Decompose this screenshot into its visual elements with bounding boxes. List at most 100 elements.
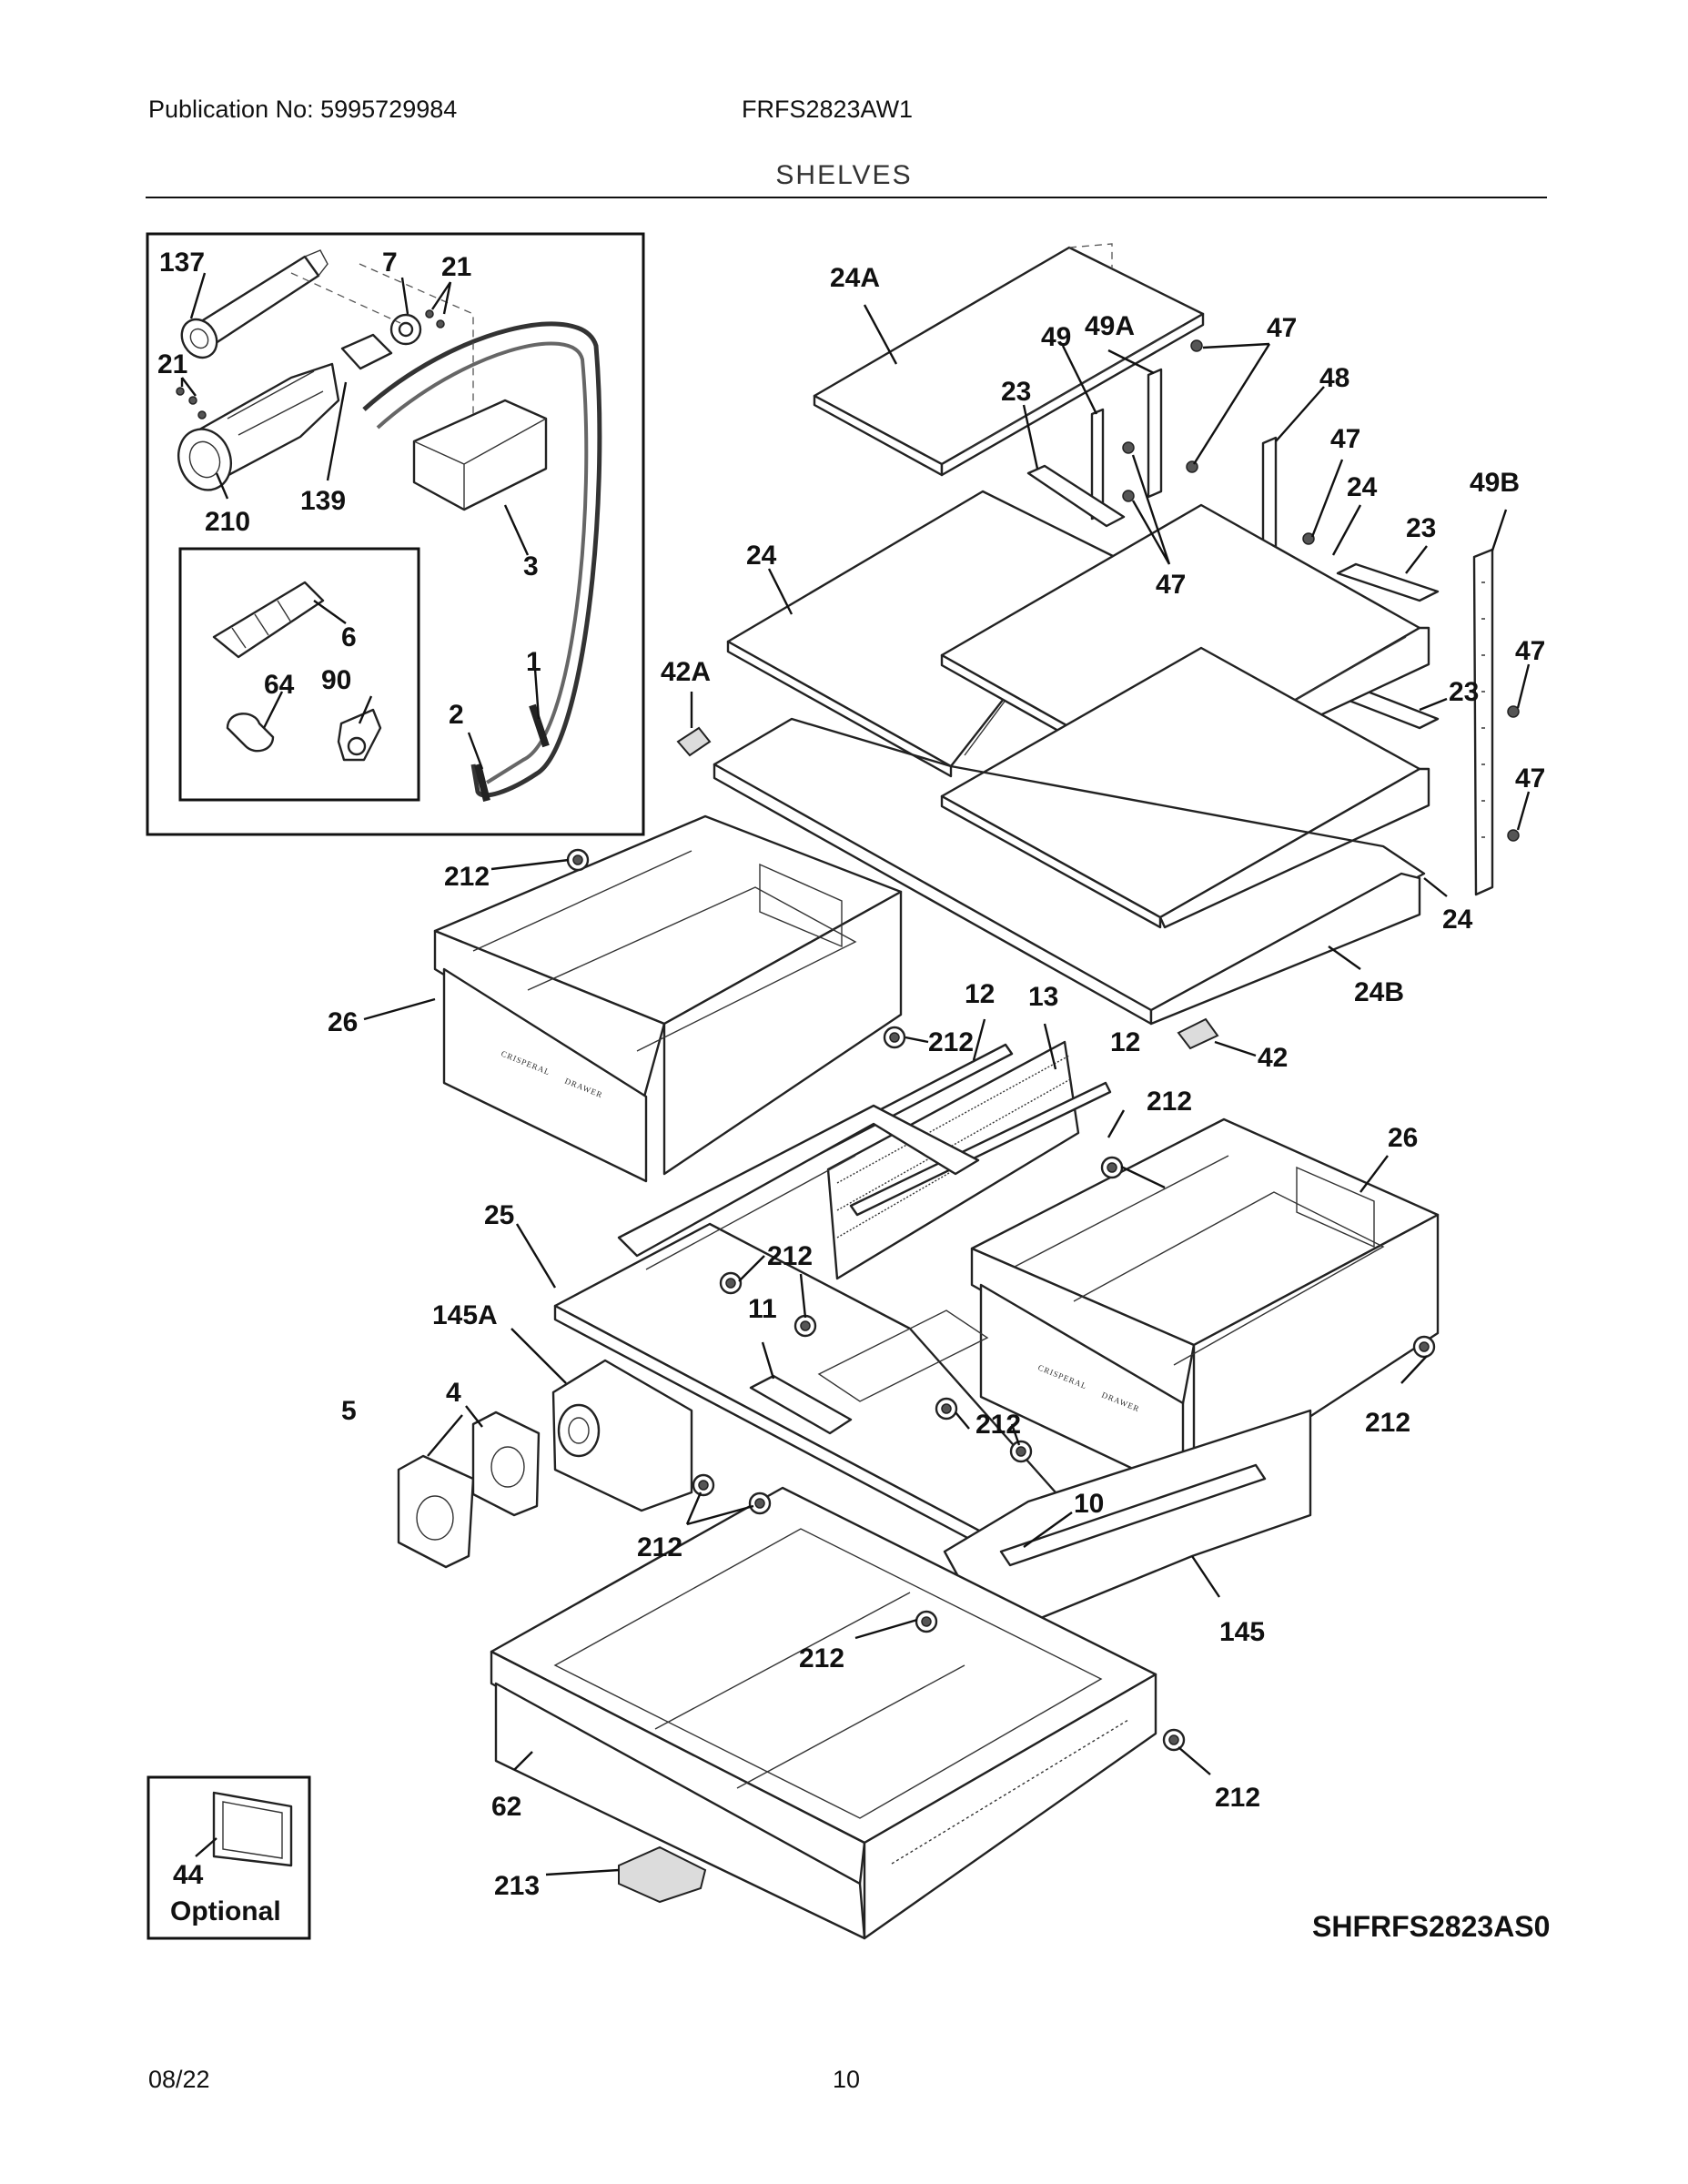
trim-23-group: [1026, 464, 1440, 730]
shelf-24b-part: [713, 717, 1426, 1026]
inset-frame: [146, 232, 645, 836]
callout-47-upper-right: 47: [1515, 636, 1545, 666]
callout-23-right: 23: [1406, 513, 1436, 543]
callout-44: 44: [173, 1860, 204, 1890]
callout-24-left: 24: [746, 541, 777, 571]
callout-7: 7: [382, 248, 398, 278]
filter-valve-part: [340, 313, 422, 370]
footer-date: 08/22: [148, 2066, 210, 2093]
callout-42a: 42A: [661, 657, 711, 687]
part-213: [618, 1845, 707, 1904]
upright-49b-part: [1472, 548, 1494, 896]
callout-13: 13: [1028, 982, 1058, 1012]
rail-10-part: [999, 1463, 1267, 1567]
callout-47-top: 47: [1267, 313, 1297, 343]
filter-head-part: [212, 581, 325, 659]
inset-subframe: [178, 547, 420, 802]
callout-24-lower: 24: [1442, 905, 1473, 935]
clip-90-part: [337, 708, 382, 762]
callout-48: 48: [1319, 363, 1349, 393]
callout-145a: 145A: [432, 1300, 498, 1330]
callout-47-lower-right: 47: [1515, 763, 1545, 794]
callout-25: 25: [484, 1200, 514, 1230]
water-filter-inset: [146, 232, 645, 836]
clip-64-part: [226, 713, 275, 753]
callout-47-center: 47: [1156, 570, 1186, 600]
callout-21-top: 21: [441, 252, 471, 282]
callout-21-left: 21: [157, 349, 187, 379]
header-divider: [146, 197, 1547, 198]
callout-11: 11: [748, 1294, 777, 1324]
callout-12-a: 12: [965, 979, 995, 1009]
bracket-42-part: [1177, 1017, 1219, 1050]
callout-210: 210: [205, 507, 250, 537]
upright-48-part: [1261, 436, 1278, 553]
shelf-24-lower-part: [940, 646, 1430, 929]
drawer-62-part: [490, 1486, 1157, 1940]
callout-212-a: 212: [444, 862, 490, 892]
shelf-uprights: [1090, 368, 1494, 896]
bracket-42a-part: [676, 726, 712, 757]
footer-page-number: 10: [833, 2066, 861, 2093]
diagram-code: SHFRFS2823AS0: [1312, 1910, 1550, 1943]
callout-213: 213: [494, 1871, 540, 1901]
callout-90: 90: [321, 665, 351, 695]
part-44: [212, 1791, 293, 1867]
cover-4-part: [471, 1410, 541, 1517]
callout-24b: 24B: [1354, 977, 1404, 1007]
callout-26-right: 26: [1388, 1123, 1418, 1153]
callout-212-c: 212: [1147, 1087, 1192, 1117]
callout-212-e: 212: [975, 1410, 1021, 1440]
callout-23-top: 23: [1001, 377, 1031, 407]
callout-212-i: 212: [1215, 1783, 1260, 1813]
callout-64: 64: [264, 670, 295, 700]
cover-11-part: [749, 1374, 853, 1435]
callout-49a: 49A: [1085, 311, 1135, 341]
callout-6: 6: [341, 622, 357, 652]
filter-bracket-part: [412, 399, 548, 511]
shelf-24a-part: [813, 243, 1205, 477]
optional-44-box: [147, 1775, 311, 1940]
callout-62: 62: [491, 1792, 521, 1822]
callout-24-right: 24: [1347, 472, 1378, 502]
cover-5-part: [397, 1454, 475, 1569]
callout-212-g: 212: [637, 1532, 682, 1562]
upright-49a-part: [1147, 368, 1163, 499]
publication-number: Publication No: 5995729984: [148, 96, 458, 123]
screw-21-group: [176, 309, 445, 420]
callout-49b: 49B: [1470, 468, 1520, 498]
callout-47-mid: 47: [1330, 424, 1360, 454]
callout-10: 10: [1074, 1489, 1104, 1519]
callout-5: 5: [341, 1396, 357, 1426]
callout-1: 1: [526, 647, 541, 677]
callout-24a: 24A: [830, 263, 880, 293]
callout-23-lower: 23: [1449, 677, 1479, 707]
callout-labels: 137 7 21 21 210 139 3 6 64 90 2 1 24A 49…: [157, 248, 1550, 1943]
callout-3: 3: [523, 551, 539, 581]
callout-145: 145: [1219, 1617, 1265, 1647]
callout-12-b: 12: [1110, 1027, 1140, 1057]
leader-lines: [180, 272, 1531, 1876]
callout-26-left: 26: [328, 1007, 358, 1037]
damper-145a-part: [551, 1359, 693, 1512]
filter-cartridge-part: [180, 249, 329, 359]
optional-label: Optional: [170, 1896, 281, 1926]
callout-137: 137: [159, 248, 205, 278]
filter-housing-part: [177, 362, 340, 491]
callout-4: 4: [446, 1378, 461, 1408]
crisper-drawer-left-part: CRISPERAL DRAWER: [433, 814, 903, 1183]
callout-42: 42: [1258, 1043, 1288, 1073]
callout-49: 49: [1041, 322, 1071, 352]
section-title: SHELVES: [775, 160, 913, 190]
shelf-24-left-part: [726, 490, 1117, 778]
callout-212-h: 212: [799, 1643, 844, 1673]
callout-139: 139: [300, 486, 346, 516]
callout-212-f: 212: [1365, 1408, 1410, 1438]
callout-2: 2: [449, 700, 464, 730]
grommet-212-group: [566, 848, 1436, 1752]
callout-212-b: 212: [928, 1027, 974, 1057]
crisper-drawer-right-part: CRISPERAL DRAWER: [970, 1117, 1440, 1494]
model-number: FRFS2823AW1: [742, 96, 914, 123]
callout-212-d: 212: [767, 1241, 813, 1271]
